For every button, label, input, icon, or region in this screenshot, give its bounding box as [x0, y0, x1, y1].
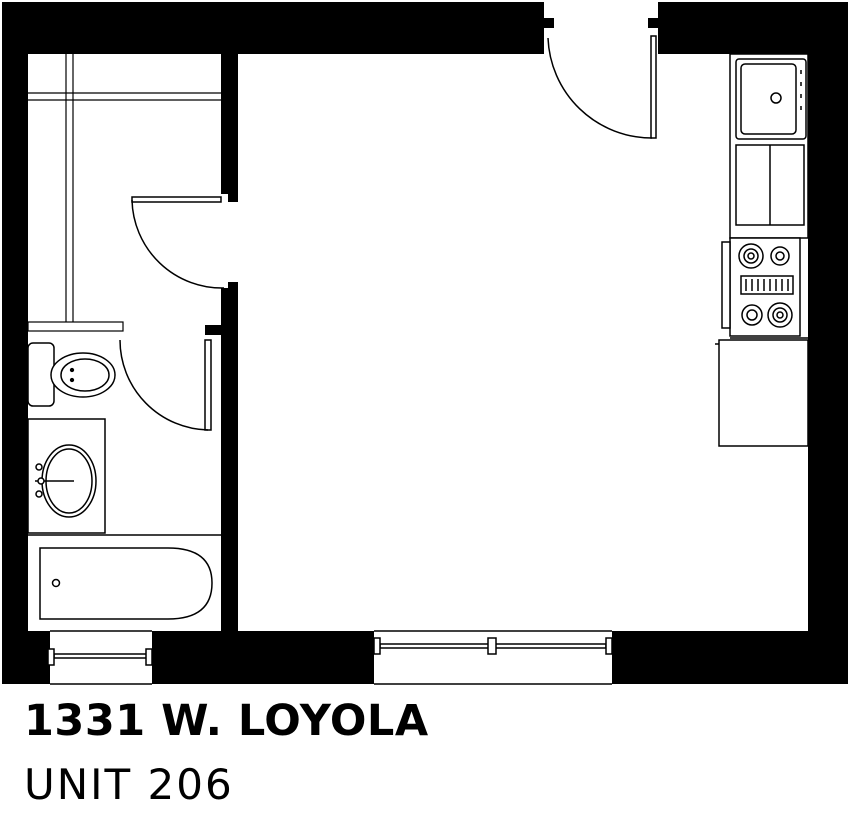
bottom-wall-left [2, 631, 50, 684]
bath-wall-lower [221, 288, 238, 631]
floor-plan [2, 2, 848, 685]
kitchen [715, 53, 809, 447]
kitchen-sink-basin [740, 63, 797, 135]
toilet-bowl [60, 358, 110, 392]
entry-door [547, 35, 657, 139]
closet-door [131, 196, 225, 289]
exterior-walls [2, 2, 848, 684]
interior-walls [205, 54, 238, 631]
window-right [373, 630, 613, 685]
left-wall [2, 2, 28, 684]
burner-top-left [738, 243, 764, 269]
burner-top-right [770, 246, 790, 266]
window-left [47, 630, 153, 685]
burner-bottom-left [741, 304, 763, 326]
right-wall [808, 2, 848, 684]
jamb-3 [205, 325, 221, 335]
bathroom-partition [27, 321, 124, 332]
kitchen-drain [770, 92, 782, 104]
bathroom-door [119, 339, 212, 431]
stove-vent [740, 275, 794, 295]
burner-bottom-right [767, 302, 793, 328]
toilet [27, 342, 116, 407]
vanity [27, 418, 106, 534]
closet-shelving [28, 54, 221, 322]
address-title: 1331 W. LOYOLA [24, 696, 429, 746]
unit-label: UNIT 206 [24, 760, 234, 809]
jamb-2 [228, 282, 238, 290]
jamb-1 [228, 194, 238, 202]
door-jamb-right [648, 18, 660, 28]
bottom-wall-right [612, 631, 848, 684]
bottom-wall-middle [152, 631, 374, 684]
bath-wall-upper [221, 54, 238, 194]
bathtub [28, 534, 221, 620]
refrigerator [718, 339, 809, 447]
toilet-tank [27, 342, 55, 407]
top-wall-left [2, 2, 544, 54]
tub-drain [51, 578, 61, 588]
door-jamb-left [542, 18, 554, 28]
